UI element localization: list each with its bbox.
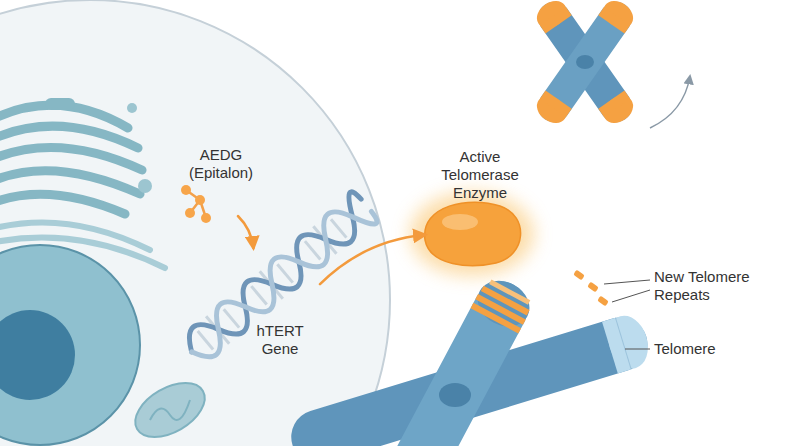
peptide-atom — [185, 208, 195, 218]
callout-label: New Telomere Repeats — [654, 268, 784, 304]
enzyme-highlight — [442, 214, 478, 230]
chromosome — [285, 272, 655, 446]
nucleolus — [0, 310, 75, 400]
enzyme-node: Active Telomerase Enzyme — [425, 148, 535, 270]
replicated-chromosome — [532, 0, 639, 129]
golgi-cisterna — [0, 147, 142, 170]
telomere-cap — [602, 311, 654, 374]
vesicle — [127, 103, 137, 113]
peptide-atom — [201, 213, 211, 223]
mitochondrion — [126, 372, 214, 446]
base-pair — [277, 264, 292, 282]
vesicle — [138, 179, 152, 193]
telomere-cap — [532, 91, 572, 129]
peptide-atom — [181, 185, 191, 195]
chromatid-tip — [470, 272, 538, 335]
telomere-cap — [598, 91, 638, 129]
peptide-bond — [186, 190, 206, 218]
base-pair — [331, 219, 346, 237]
repeat-fragment — [597, 296, 609, 307]
chromatid — [532, 0, 639, 129]
golgi-cisterna — [0, 194, 125, 214]
nucleus — [0, 245, 140, 445]
node-label: AEDG (Epitalon) — [178, 146, 264, 182]
node-label: hTERT Gene — [240, 322, 320, 358]
telomerase-blob — [425, 202, 521, 265]
dna-helix — [179, 190, 380, 368]
gene-node: hTERT Gene — [240, 248, 320, 358]
repeat-fragment — [587, 282, 599, 293]
node-label: Active Telomerase Enzyme — [425, 148, 535, 202]
leader-line — [612, 290, 650, 302]
centromere — [576, 55, 594, 69]
pathway-arrow — [238, 216, 253, 248]
telomere-cap — [532, 0, 572, 33]
cell-membrane — [0, 0, 390, 446]
base-pair — [224, 309, 239, 327]
golgi-stack — [0, 105, 142, 214]
progression-arrow — [650, 76, 690, 128]
telomere-cap — [540, 91, 572, 118]
telomere-cap — [598, 91, 630, 118]
base-pair — [305, 241, 320, 259]
telomere-cap — [598, 7, 630, 34]
telomere-cap — [602, 318, 631, 374]
peptide-node: AEDG (Epitalon) — [178, 146, 264, 216]
base-pair — [198, 331, 213, 349]
chromatid — [532, 0, 639, 129]
repeat-fragment — [573, 270, 585, 281]
callout-label: Telomere — [654, 340, 774, 358]
dna-strand — [180, 192, 379, 368]
centromere — [439, 383, 471, 407]
leader-line — [604, 280, 650, 284]
pathway-arrow — [320, 235, 425, 284]
leader-line — [625, 349, 650, 350]
base-pair — [251, 286, 266, 304]
mitochondrion-crista — [150, 400, 190, 420]
golgi-cisterna — [0, 171, 140, 194]
telomere-cap — [598, 0, 638, 33]
chromatid — [380, 272, 538, 446]
enzyme-glow — [410, 192, 534, 276]
telomere-cap — [540, 7, 572, 34]
telomere-repeat — [489, 280, 530, 305]
peptide-molecule — [181, 185, 211, 223]
golgi-cap — [45, 98, 75, 110]
telomere-boundary — [615, 318, 631, 370]
peptide-atom — [195, 195, 205, 205]
